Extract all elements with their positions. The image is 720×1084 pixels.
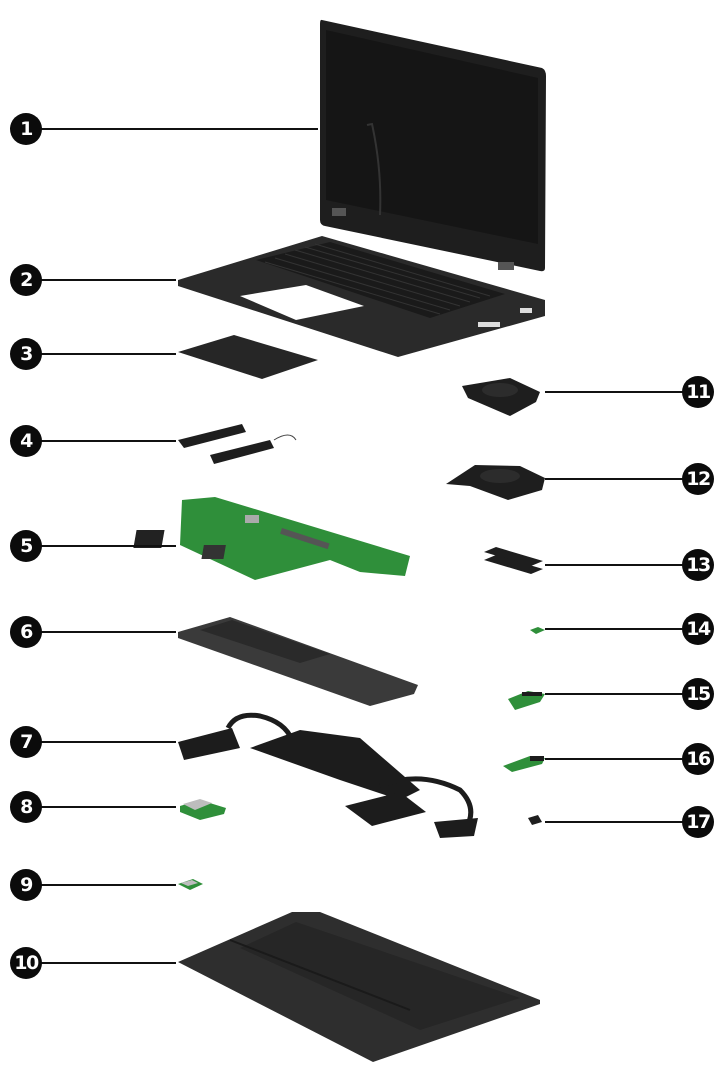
callout-14: 14	[682, 613, 714, 645]
part-wlan-module	[178, 879, 203, 890]
callout-4: 4	[10, 425, 42, 457]
leader-line-17	[545, 821, 685, 823]
callout-17: 17	[682, 806, 714, 838]
part-display-assembly	[320, 19, 546, 272]
callout-12: 12	[682, 463, 714, 495]
part-system-board	[133, 497, 410, 580]
leader-line-4	[40, 440, 176, 442]
leader-line-12	[545, 478, 685, 480]
leader-line-5	[40, 545, 176, 547]
part-speakers	[178, 424, 297, 464]
leader-line-15	[545, 693, 685, 695]
callout-11: 11	[682, 376, 714, 408]
part-top-cover-keyboard	[178, 236, 545, 357]
part-ssd	[180, 799, 226, 820]
leader-line-16	[545, 758, 685, 760]
part-battery	[178, 617, 418, 706]
leader-line-8	[40, 806, 176, 808]
part-touchpad	[178, 335, 318, 379]
leader-line-1	[40, 128, 318, 130]
leader-line-9	[40, 884, 176, 886]
leader-line-3	[40, 353, 176, 355]
callout-10: 10	[10, 947, 42, 979]
callout-15: 15	[682, 678, 714, 710]
part-small-board	[530, 627, 545, 634]
part-usb-board	[508, 691, 545, 710]
callout-6: 6	[10, 616, 42, 648]
callout-2: 2	[10, 264, 42, 296]
callout-1: 1	[10, 113, 42, 145]
leader-line-10	[40, 962, 176, 964]
callout-8: 8	[10, 791, 42, 823]
leader-line-6	[40, 631, 176, 633]
callout-3: 3	[10, 338, 42, 370]
part-fan-left	[462, 378, 540, 416]
part-heat-sink	[178, 712, 478, 838]
leader-line-7	[40, 741, 176, 743]
leader-line-2	[40, 279, 176, 281]
callout-7: 7	[10, 726, 42, 758]
part-small-bracket	[528, 815, 542, 825]
callout-9: 9	[10, 869, 42, 901]
part-memory-modules	[484, 547, 543, 574]
part-io-board	[503, 756, 545, 772]
part-bottom-cover	[178, 912, 540, 1062]
callout-16: 16	[682, 743, 714, 775]
callout-13: 13	[682, 549, 714, 581]
part-fan-right	[446, 465, 545, 500]
callout-5: 5	[10, 530, 42, 562]
leader-line-14	[545, 628, 685, 630]
leader-line-11	[545, 391, 685, 393]
leader-line-13	[545, 564, 685, 566]
